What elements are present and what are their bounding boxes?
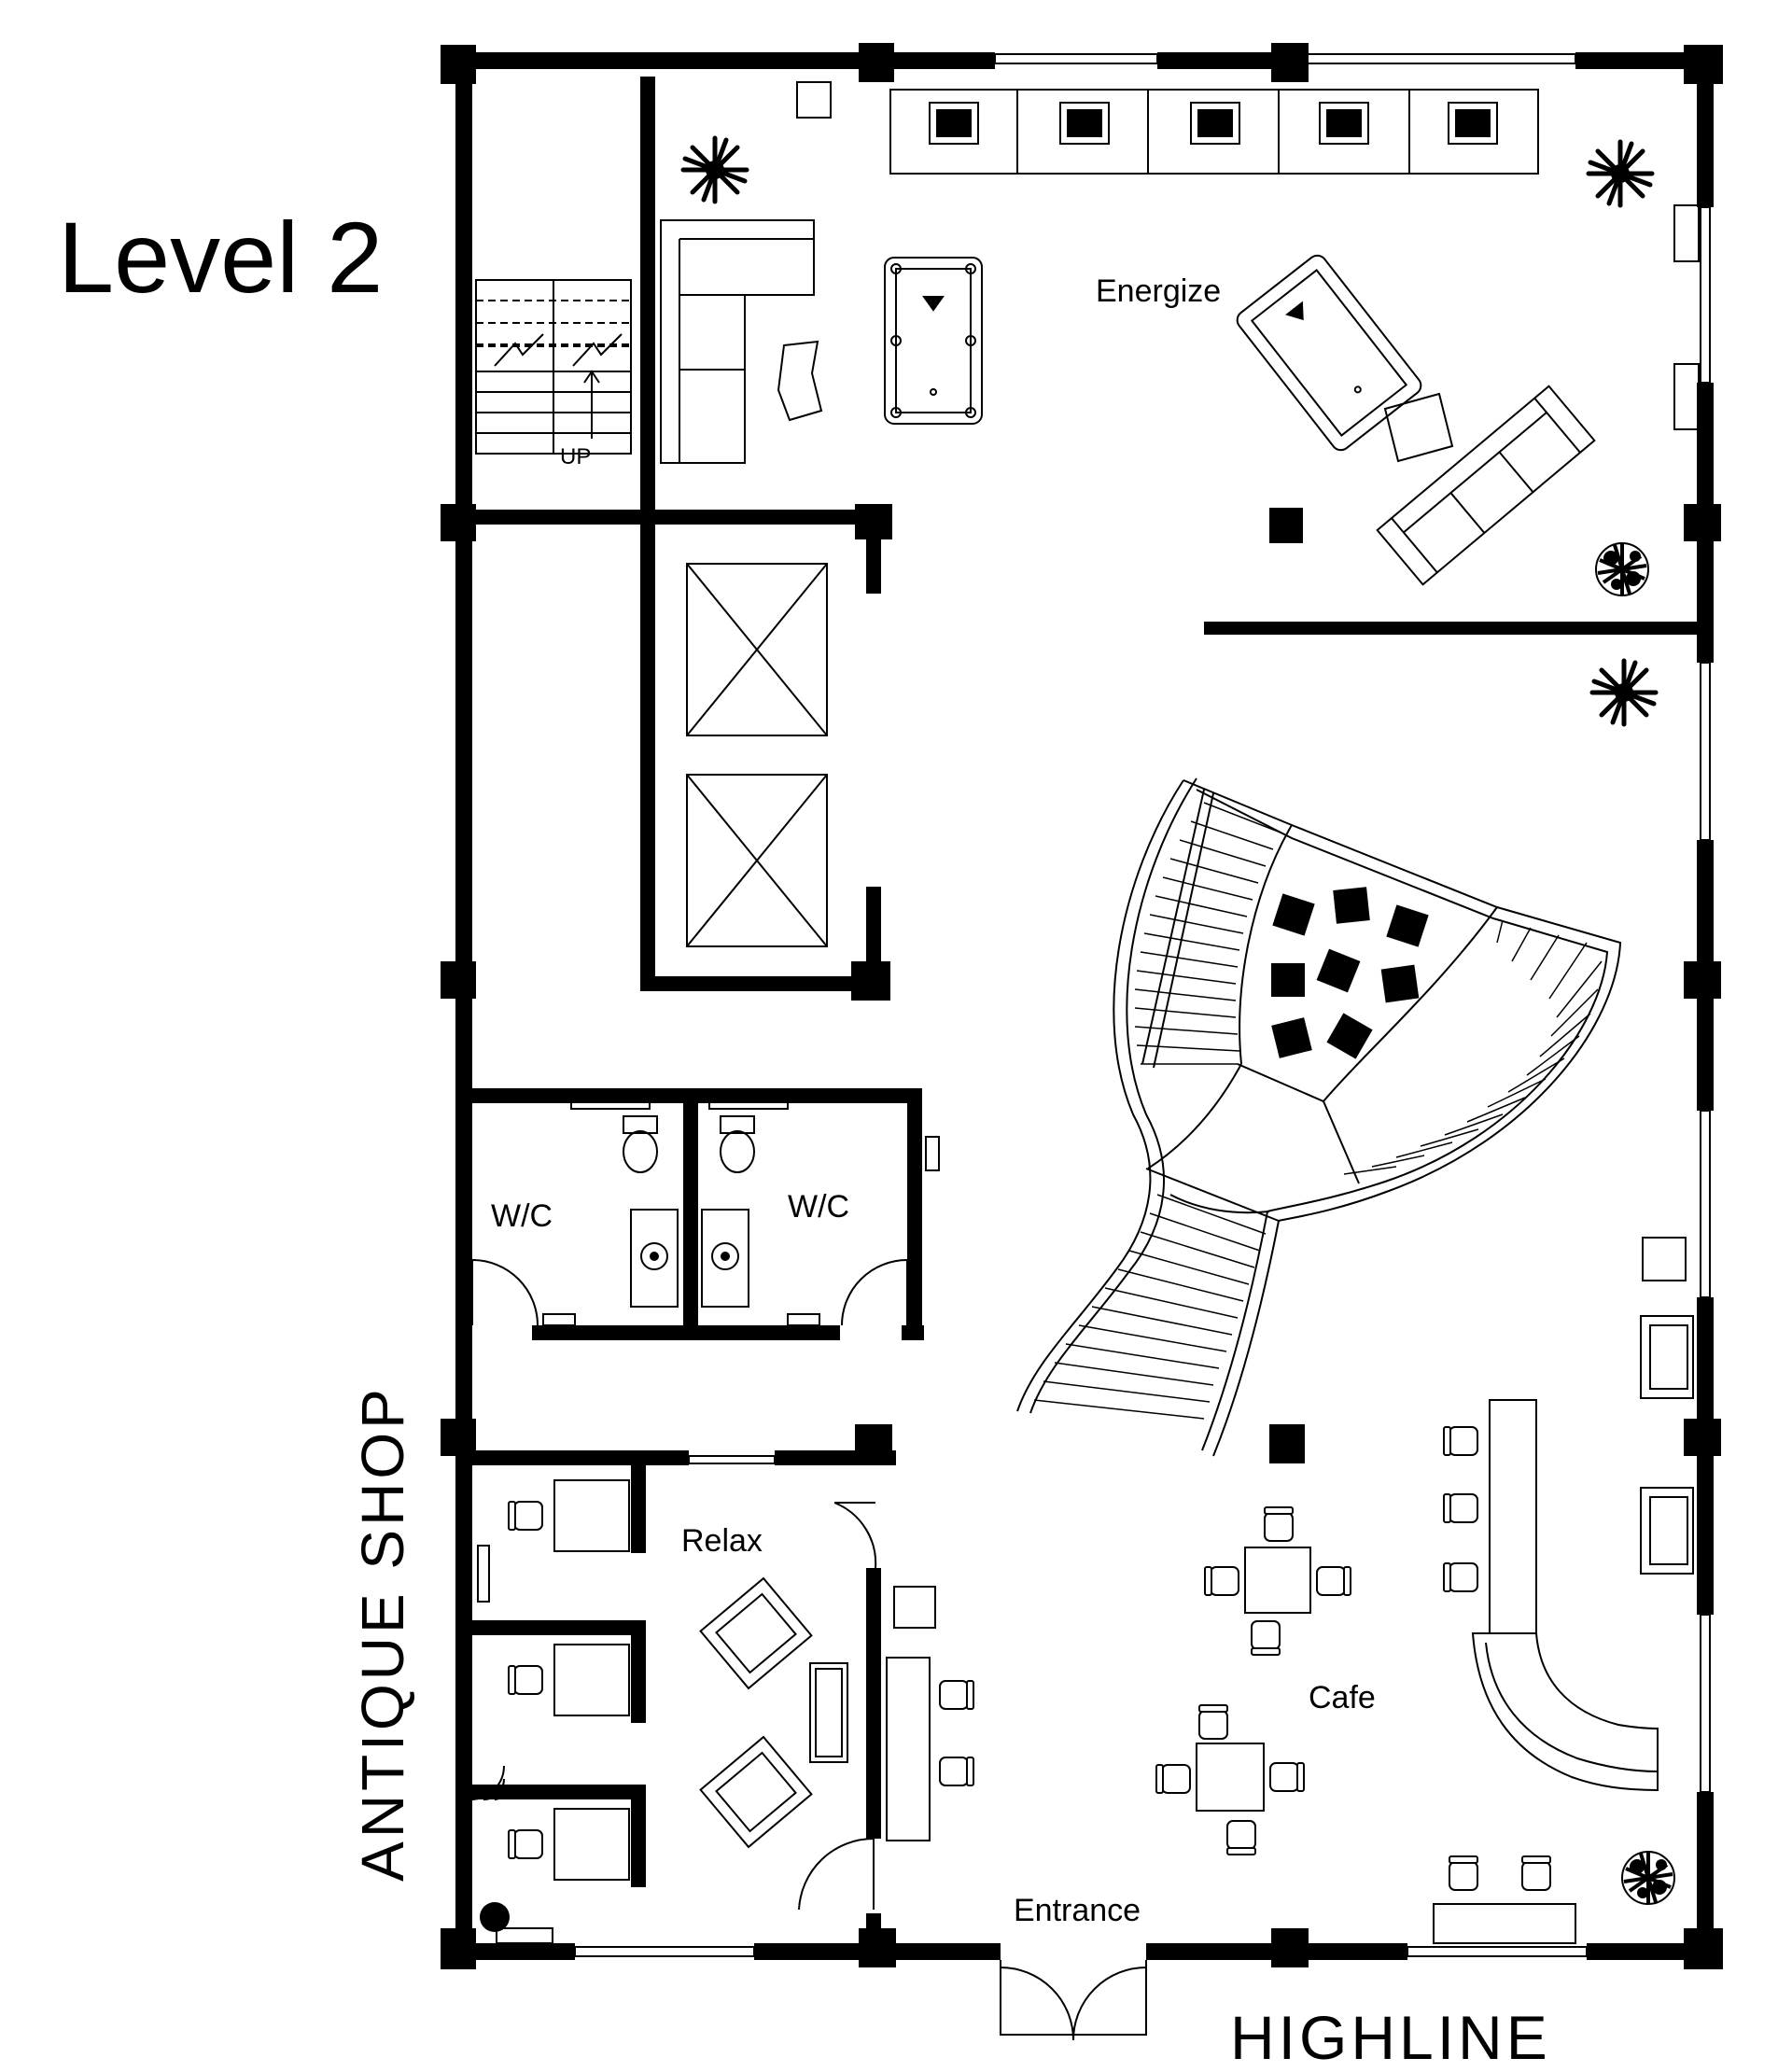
room-label-wc-left: W/C: [491, 1198, 553, 1234]
street-label-highline: HIGHLINE: [1230, 2003, 1551, 2072]
stair-up: [475, 279, 632, 455]
elevators: [686, 563, 828, 947]
walls: [441, 43, 1723, 1969]
room-label-relax: Relax: [681, 1523, 763, 1559]
pouf: [1269, 1424, 1305, 1463]
shrub-icon: [1594, 541, 1650, 597]
cafe-chairs: [1155, 1426, 1551, 1891]
room-label-cafe: Cafe: [1309, 1680, 1376, 1715]
stair-up-label: UP: [560, 444, 592, 469]
energize-furniture: [660, 81, 1700, 586]
amphitheatre-cushions: [1271, 887, 1429, 1059]
cafe-furniture: [1196, 1237, 1694, 1944]
wc-fixtures: [542, 1100, 820, 1326]
plant-icon: [1592, 661, 1656, 724]
amphitheatre-stair: [1016, 777, 1622, 1457]
trash-bin-icon: [480, 1902, 510, 1932]
plant-icon: [683, 138, 747, 202]
relax-furniture: [469, 1479, 936, 1944]
shrub-icon: [1620, 1850, 1676, 1906]
door-swings: [471, 1258, 1147, 2041]
room-label-energize: Energize: [1096, 273, 1222, 309]
level-title: Level 2: [58, 201, 384, 314]
plant-icon: [1589, 142, 1652, 205]
pouf: [1269, 508, 1303, 543]
room-label-entrance: Entrance: [1014, 1893, 1141, 1928]
room-label-wc-right: W/C: [788, 1189, 850, 1225]
